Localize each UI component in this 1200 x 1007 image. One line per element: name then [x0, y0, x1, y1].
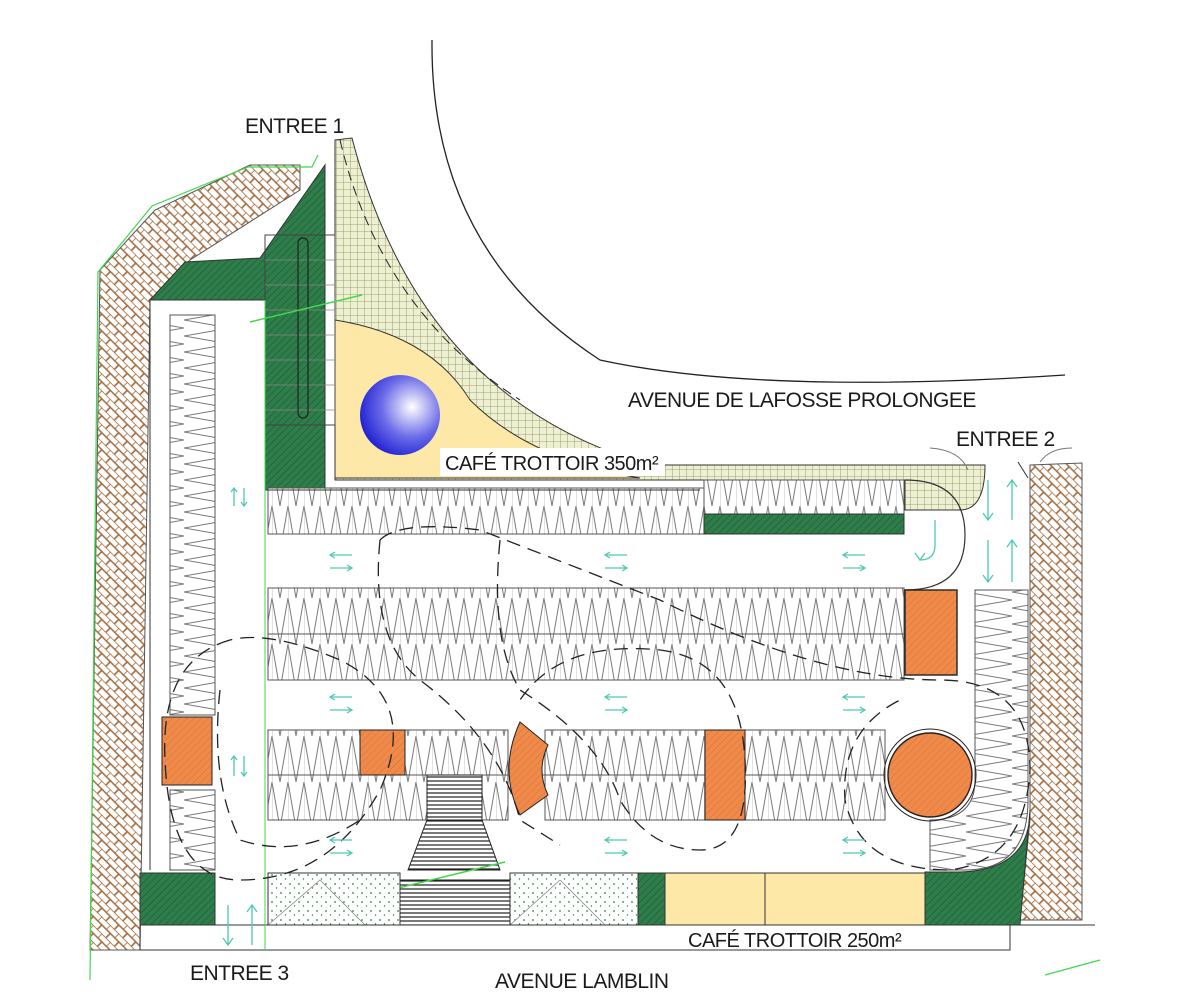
road-curve: [431, 39, 1066, 383]
green-block-bottom-left: [139, 872, 216, 926]
sidewalk-bottom: [140, 924, 1095, 951]
label-entree-2: ENTREE 2: [956, 428, 1055, 451]
label-entree-3: ENTREE 3: [190, 962, 289, 985]
landscape-bottom-center: [509, 872, 639, 926]
label-entree-1: ENTREE 1: [245, 115, 344, 138]
label-avenue-lafosse: AVENUE DE LAFOSSE PROLONGEE: [628, 389, 976, 412]
orange-block-center: [508, 721, 549, 816]
green-strip-top: [703, 513, 905, 535]
ramp-right: [929, 589, 1029, 871]
dashed-curve: [339, 139, 521, 401]
circulation-paths: [164, 526, 1031, 881]
orange-block-mid-left: [359, 729, 406, 776]
site-boundary: [89, 154, 1101, 981]
entree2-turn: [904, 479, 966, 591]
cafe-terrace-grid: [334, 137, 986, 511]
right-wall-hatch: [1019, 462, 1083, 921]
green-block-bottom-center: [637, 872, 666, 926]
orange-block-left: [161, 716, 213, 786]
blue-fountain: [360, 375, 440, 455]
label-cafe-trottoir-350: CAFÉ TROTTOIR 350m²: [445, 452, 659, 475]
label-cafe-trottoir-250: CAFÉ TROTTOIR 250m²: [688, 929, 902, 952]
parking-strip-left-upper: [169, 314, 216, 716]
central-stair-top: [426, 774, 483, 821]
label-avenue-lamblin: AVENUE LAMBLIN: [495, 970, 669, 993]
parking-row-1: [267, 487, 705, 535]
one-way-arrow-icon: [222, 478, 1018, 947]
turn-arrow-icon: [914, 520, 936, 562]
landscape-bottom-left: [267, 872, 401, 926]
parking-row-1b: [703, 479, 905, 515]
cafe-trottoir-250: [664, 872, 926, 926]
orange-block-mid-right: [704, 729, 746, 821]
orange-circle: [887, 732, 973, 818]
orange-block-right: [904, 589, 958, 676]
outer-wall-hatch: [89, 164, 301, 951]
parking-strip-left-lower: [169, 789, 216, 871]
